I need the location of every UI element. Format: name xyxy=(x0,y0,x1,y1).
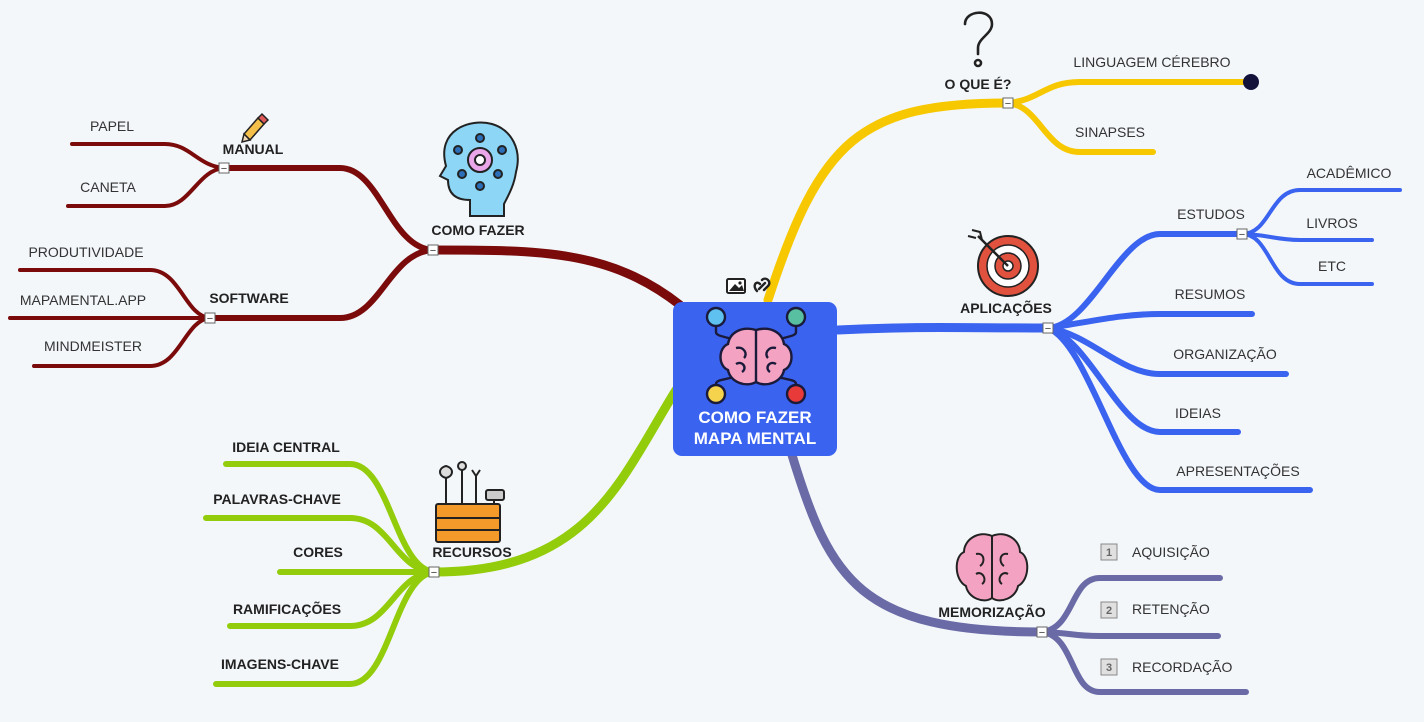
branch-recursos-label[interactable]: RECURSOS xyxy=(432,544,511,560)
topic-recordacao: RECORDAÇÃO xyxy=(1132,659,1232,675)
collapse-symbol: − xyxy=(221,163,227,175)
topic-apresentacoes[interactable]: APRESENTAÇÕES xyxy=(1176,463,1299,479)
head-gear-icon xyxy=(438,121,519,217)
topic-manual[interactable]: MANUAL xyxy=(223,141,284,157)
branch-o-que-e-label[interactable]: O QUE É? xyxy=(945,76,1012,92)
central-topic[interactable]: COMO FAZER MAPA MENTAL xyxy=(673,302,837,456)
topic-linguagem-cerebro[interactable]: LINGUAGEM CÉREBRO xyxy=(1073,54,1230,70)
topic-retencao: RETENÇÃO xyxy=(1132,601,1210,617)
topic-imagens-chave[interactable]: IMAGENS-CHAVE xyxy=(221,656,339,672)
topic-resumos[interactable]: RESUMOS xyxy=(1175,286,1246,302)
topic-sinapses[interactable]: SINAPSES xyxy=(1075,124,1145,140)
end-dot xyxy=(1243,74,1259,90)
branch-recursos-lines xyxy=(203,385,681,687)
topic-mapamental-app[interactable]: MAPAMENTAL.APP xyxy=(20,292,146,308)
branch-como-fazer-lines xyxy=(8,142,685,368)
target-icon xyxy=(967,229,1039,297)
topic-ideias[interactable]: IDEIAS xyxy=(1175,405,1221,421)
collapse-symbol: − xyxy=(431,567,437,579)
collapse-symbol: − xyxy=(207,313,213,325)
collapse-symbol: − xyxy=(1239,229,1245,241)
brain-icon xyxy=(955,533,1029,602)
collapse-symbol: − xyxy=(1039,627,1045,639)
number-badge-text: 1 xyxy=(1106,547,1112,559)
topic-academico[interactable]: ACADÊMICO xyxy=(1307,165,1392,181)
link-icon[interactable] xyxy=(753,277,771,293)
number-badge xyxy=(1100,601,1118,619)
image-icon[interactable] xyxy=(726,278,746,294)
collapse-symbol: − xyxy=(1005,98,1011,110)
branch-o-que-e-lines xyxy=(763,79,1251,305)
step-3[interactable]: 3 RECORDAÇÃO xyxy=(1100,658,1232,676)
central-title-line2: MAPA MENTAL xyxy=(694,429,816,448)
collapse-button[interactable]: − xyxy=(428,566,440,579)
collapse-button[interactable]: − xyxy=(218,162,230,175)
branch-memorizacao-lines xyxy=(787,450,1249,695)
topic-produtividade[interactable]: PRODUTIVIDADE xyxy=(28,244,143,260)
topic-caneta[interactable]: CANETA xyxy=(80,179,136,195)
collapse-button[interactable]: − xyxy=(1002,97,1014,110)
step-1[interactable]: 1 AQUISIÇÃO xyxy=(1100,543,1210,561)
number-badge xyxy=(1100,543,1118,561)
topic-software[interactable]: SOFTWARE xyxy=(209,290,288,306)
question-mark-icon xyxy=(963,11,994,68)
topic-palavras-chave[interactable]: PALAVRAS-CHAVE xyxy=(213,491,341,507)
number-badge-text: 2 xyxy=(1106,605,1112,617)
step-2[interactable]: 2 RETENÇÃO xyxy=(1100,601,1210,619)
topic-mindmeister[interactable]: MINDMEISTER xyxy=(44,338,142,354)
topic-estudos[interactable]: ESTUDOS xyxy=(1177,206,1245,222)
topic-ideia-central[interactable]: IDEIA CENTRAL xyxy=(232,439,340,455)
central-title-line1: COMO FAZER xyxy=(698,408,811,427)
collapse-button[interactable]: − xyxy=(1236,228,1248,241)
collapse-button[interactable]: − xyxy=(427,244,439,257)
number-badge xyxy=(1100,658,1118,676)
topic-papel[interactable]: PAPEL xyxy=(90,118,134,134)
toolbox-icon xyxy=(435,461,505,543)
topic-ramificacoes[interactable]: RAMIFICAÇÕES xyxy=(233,600,341,617)
branch-aplicacoes-label[interactable]: APLICAÇÕES xyxy=(960,299,1052,316)
branch-memorizacao-label[interactable]: MEMORIZAÇÃO xyxy=(938,603,1045,620)
topic-cores[interactable]: CORES xyxy=(293,544,343,560)
collapse-button[interactable]: − xyxy=(204,312,216,325)
topic-livros[interactable]: LIVROS xyxy=(1306,215,1357,231)
collapse-symbol: − xyxy=(1045,323,1051,335)
topic-etc[interactable]: ETC xyxy=(1318,258,1346,274)
branch-aplicacoes-lines xyxy=(833,188,1402,493)
collapse-button[interactable]: − xyxy=(1036,626,1048,639)
number-badge-text: 3 xyxy=(1106,662,1112,674)
topic-organizacao[interactable]: ORGANIZAÇÃO xyxy=(1173,346,1277,362)
pencil-icon xyxy=(240,112,270,144)
brain-circuit-icon xyxy=(705,306,807,405)
collapse-symbol: − xyxy=(430,245,436,257)
topic-aquisicao: AQUISIÇÃO xyxy=(1132,544,1210,560)
branch-como-fazer-label[interactable]: COMO FAZER xyxy=(431,222,524,238)
collapse-button[interactable]: − xyxy=(1042,322,1054,335)
